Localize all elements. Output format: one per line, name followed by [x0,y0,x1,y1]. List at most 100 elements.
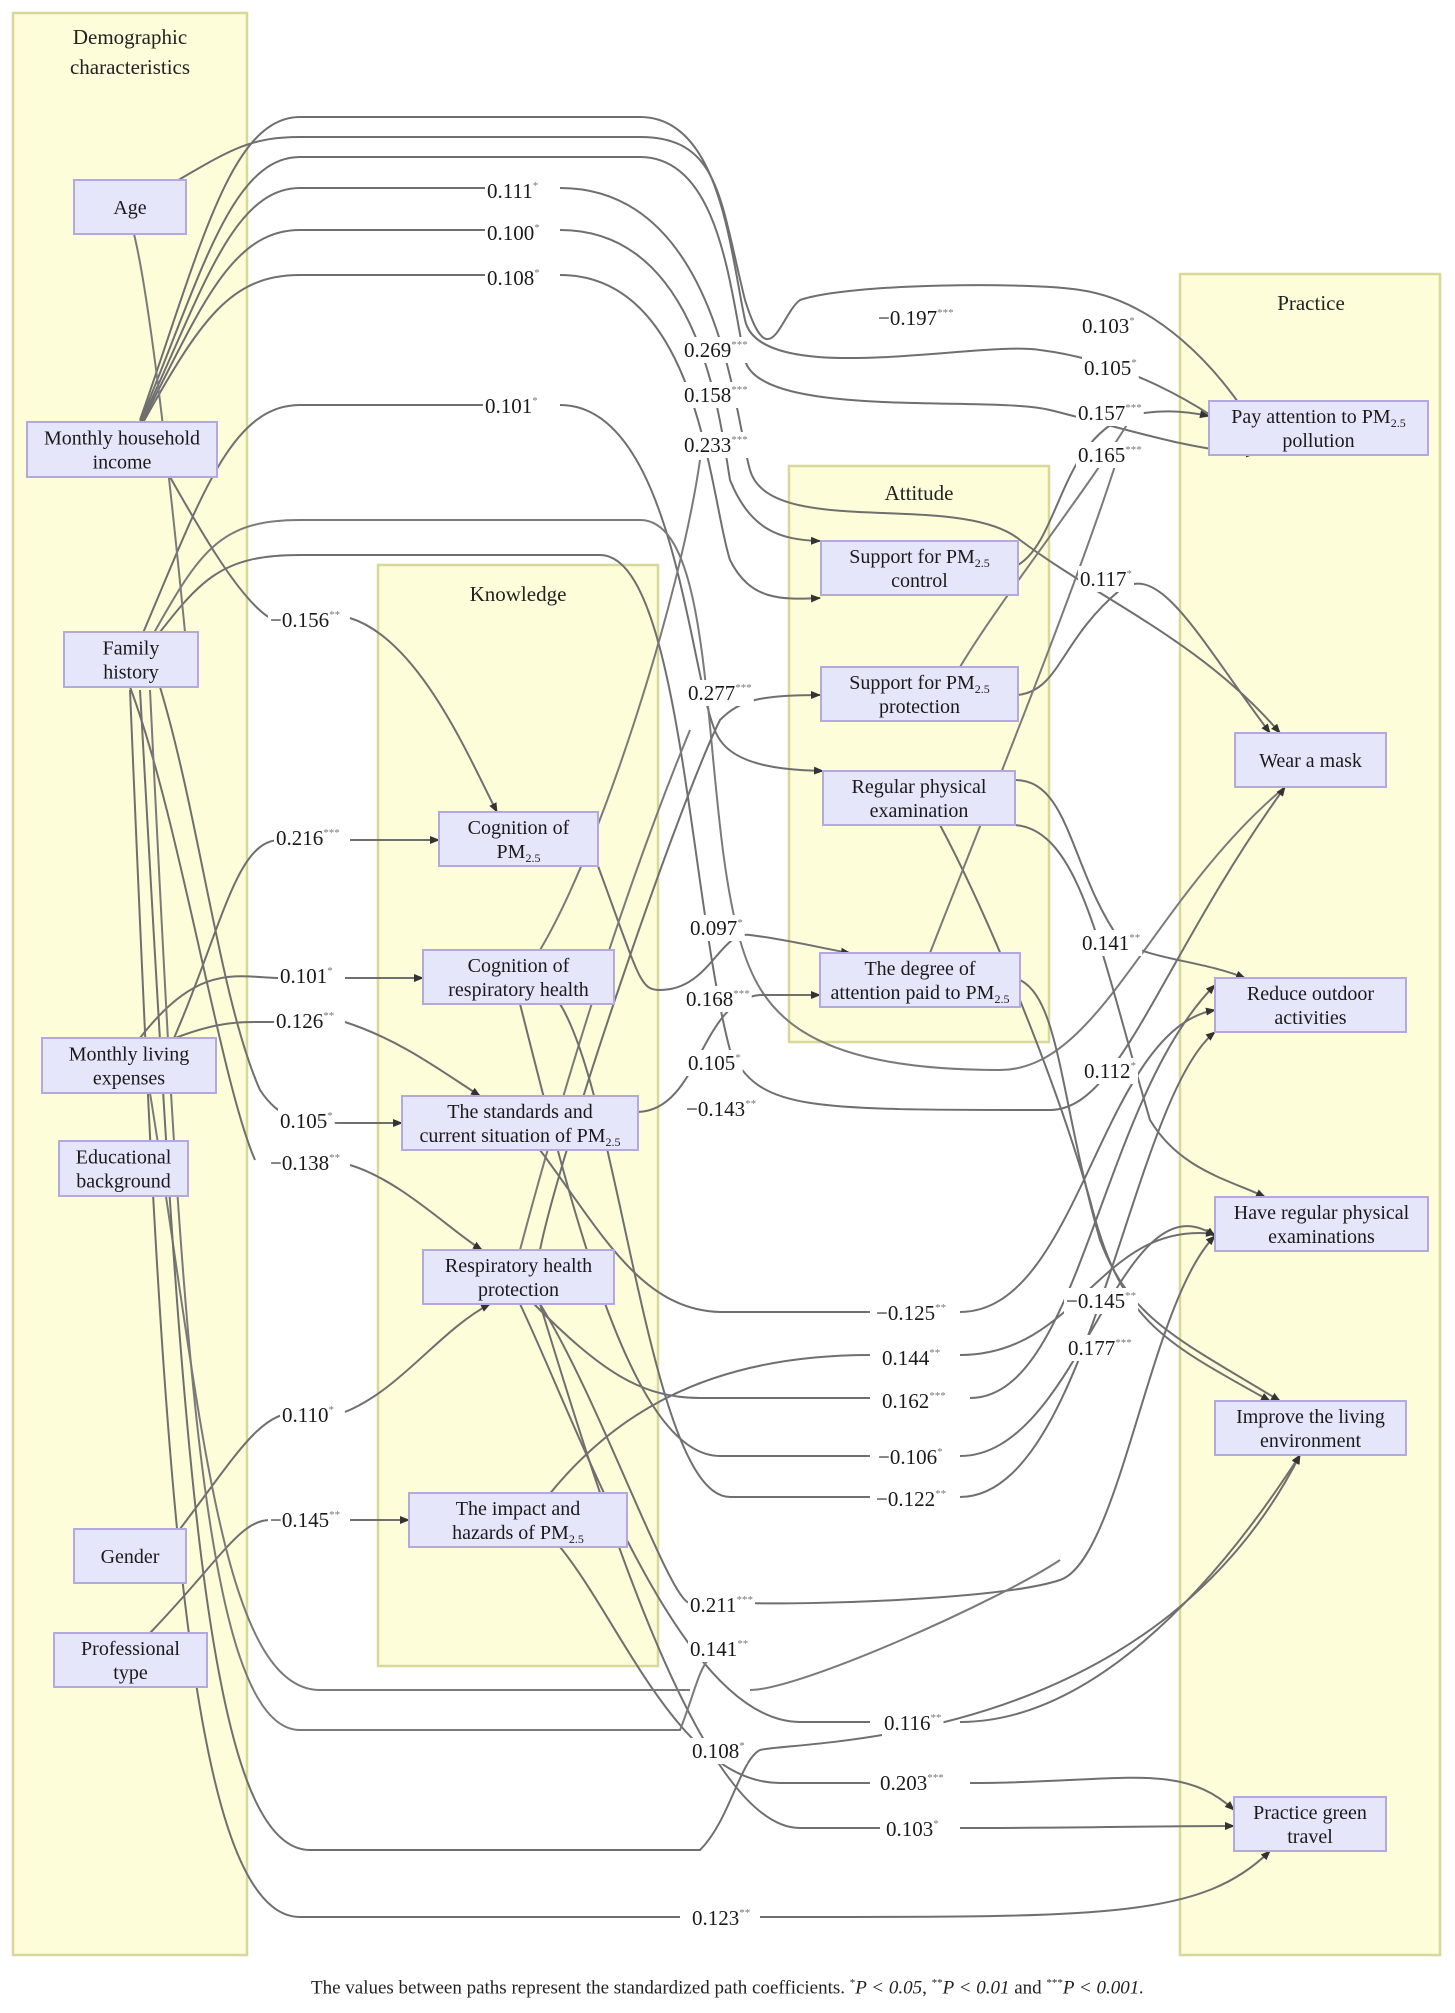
node-label: Gender [101,1546,160,1568]
significance-stars: ** [745,1098,756,1110]
significance-stars: *** [323,827,340,839]
node-box [1233,1796,1387,1852]
node-label: current situation of PM2.5 [419,1125,620,1149]
coefficient-background [268,1507,343,1533]
node-label: The impact and [456,1498,580,1520]
coefficient-background [878,1770,946,1796]
edge [139,689,1301,1851]
edge [929,449,1121,954]
path-coefficient: 0.165*** [1076,442,1144,468]
node-label: Support for PM2.5 [849,672,990,696]
coefficient-value: −0.145** [270,1508,340,1532]
node-label: Have regular physical [1234,1202,1410,1224]
edge [1019,979,1281,1402]
coefficient-value: 0.101* [280,964,333,988]
caption-p1: P < 0.05 [855,1977,923,1999]
node-box [53,1632,208,1688]
coefficient-value: 0.103* [886,1817,939,1841]
node-box [408,1492,628,1548]
path-coefficient: −0.122** [874,1486,949,1512]
coefficient-background [1080,313,1137,339]
node-label: expenses [93,1068,165,1090]
coefficient-value: 0.211*** [690,1593,753,1617]
path-coefficient: 0.110* [280,1402,336,1428]
node-label: Educational [76,1147,172,1169]
node-label: travel [1287,1826,1333,1848]
node-label: Respiratory health [445,1255,592,1277]
path-coefficient: −0.125** [874,1300,949,1326]
coefficient-background [1080,930,1143,956]
coefficient-value: 0.157*** [1078,401,1142,425]
significance-stars: ** [935,1488,946,1500]
node-label: history [103,662,159,684]
path-coefficient: 0.103* [1080,313,1137,339]
coefficient-background [280,1402,336,1428]
path-coefficient: 0.141** [1080,930,1143,956]
coefficient-value: 0.216*** [276,826,340,850]
coefficient-value: 0.105* [688,1051,741,1075]
panel-title-attitude: Attitude [885,481,954,505]
coefficient-value: 0.116** [884,1711,941,1735]
significance-stars: ** [1129,932,1140,944]
coefficient-background [688,915,745,941]
coefficient-background [688,1636,751,1662]
significance-stars: * [327,1110,333,1122]
coefficient-background [268,1150,343,1176]
significance-stars: ** [1125,1290,1136,1302]
edge [169,1020,480,1096]
coefficient-value: −0.138** [270,1151,340,1175]
coefficient-background [1066,1335,1134,1361]
coefficient-value: 0.112* [1084,1059,1136,1083]
node-label: Professional [81,1638,180,1660]
node-box [401,1095,639,1151]
node-label: activities [1274,1007,1346,1029]
caption-sig-3: *** [1046,1977,1063,1989]
node-box [1214,1196,1429,1252]
coefficient-background [268,607,343,633]
significance-stars: *** [1125,402,1142,414]
caption-p2: P < 0.01 [942,1977,1010,1999]
significance-stars: *** [731,434,748,446]
significance-stars: ** [737,1638,748,1650]
path-coefficient: 0.141** [688,1636,751,1662]
path-coefficient: −0.156** [268,607,343,633]
caption-sig-2: ** [931,1977,943,1989]
path-coefficient: 0.116** [882,1710,944,1736]
coefficient-background [874,1300,949,1326]
coefficient-background [684,986,752,1012]
node-box [1214,977,1407,1033]
node-label: Support for PM2.5 [849,546,990,570]
significance-stars: ** [739,1907,750,1919]
significance-stars: * [737,917,743,929]
edge [174,136,1271,455]
coefficient-value: −0.125** [876,1301,946,1325]
edge [139,274,820,599]
significance-stars: * [1129,315,1135,327]
path-coefficient: 0.103* [884,1816,941,1842]
significance-stars: ** [329,1152,340,1164]
panel-title-knowledge: Knowledge [470,582,567,606]
coefficient-background [1082,1058,1138,1084]
coefficient-value: −0.156** [270,608,340,632]
node-box [73,1528,187,1584]
node-box [1208,400,1429,456]
node-label: Cognition of [468,817,570,839]
node-label: hazards of PM2.5 [452,1522,584,1546]
path-coefficient: −0.145** [1064,1288,1139,1314]
node-label: pollution [1282,430,1354,452]
significance-stars: *** [735,682,752,694]
coefficient-background [682,382,750,408]
significance-stars: *** [929,1390,946,1402]
edge [139,187,1280,733]
significance-stars: *** [736,1594,753,1606]
significance-stars: * [1130,1060,1136,1072]
coefficient-value: −0.122** [876,1487,946,1511]
